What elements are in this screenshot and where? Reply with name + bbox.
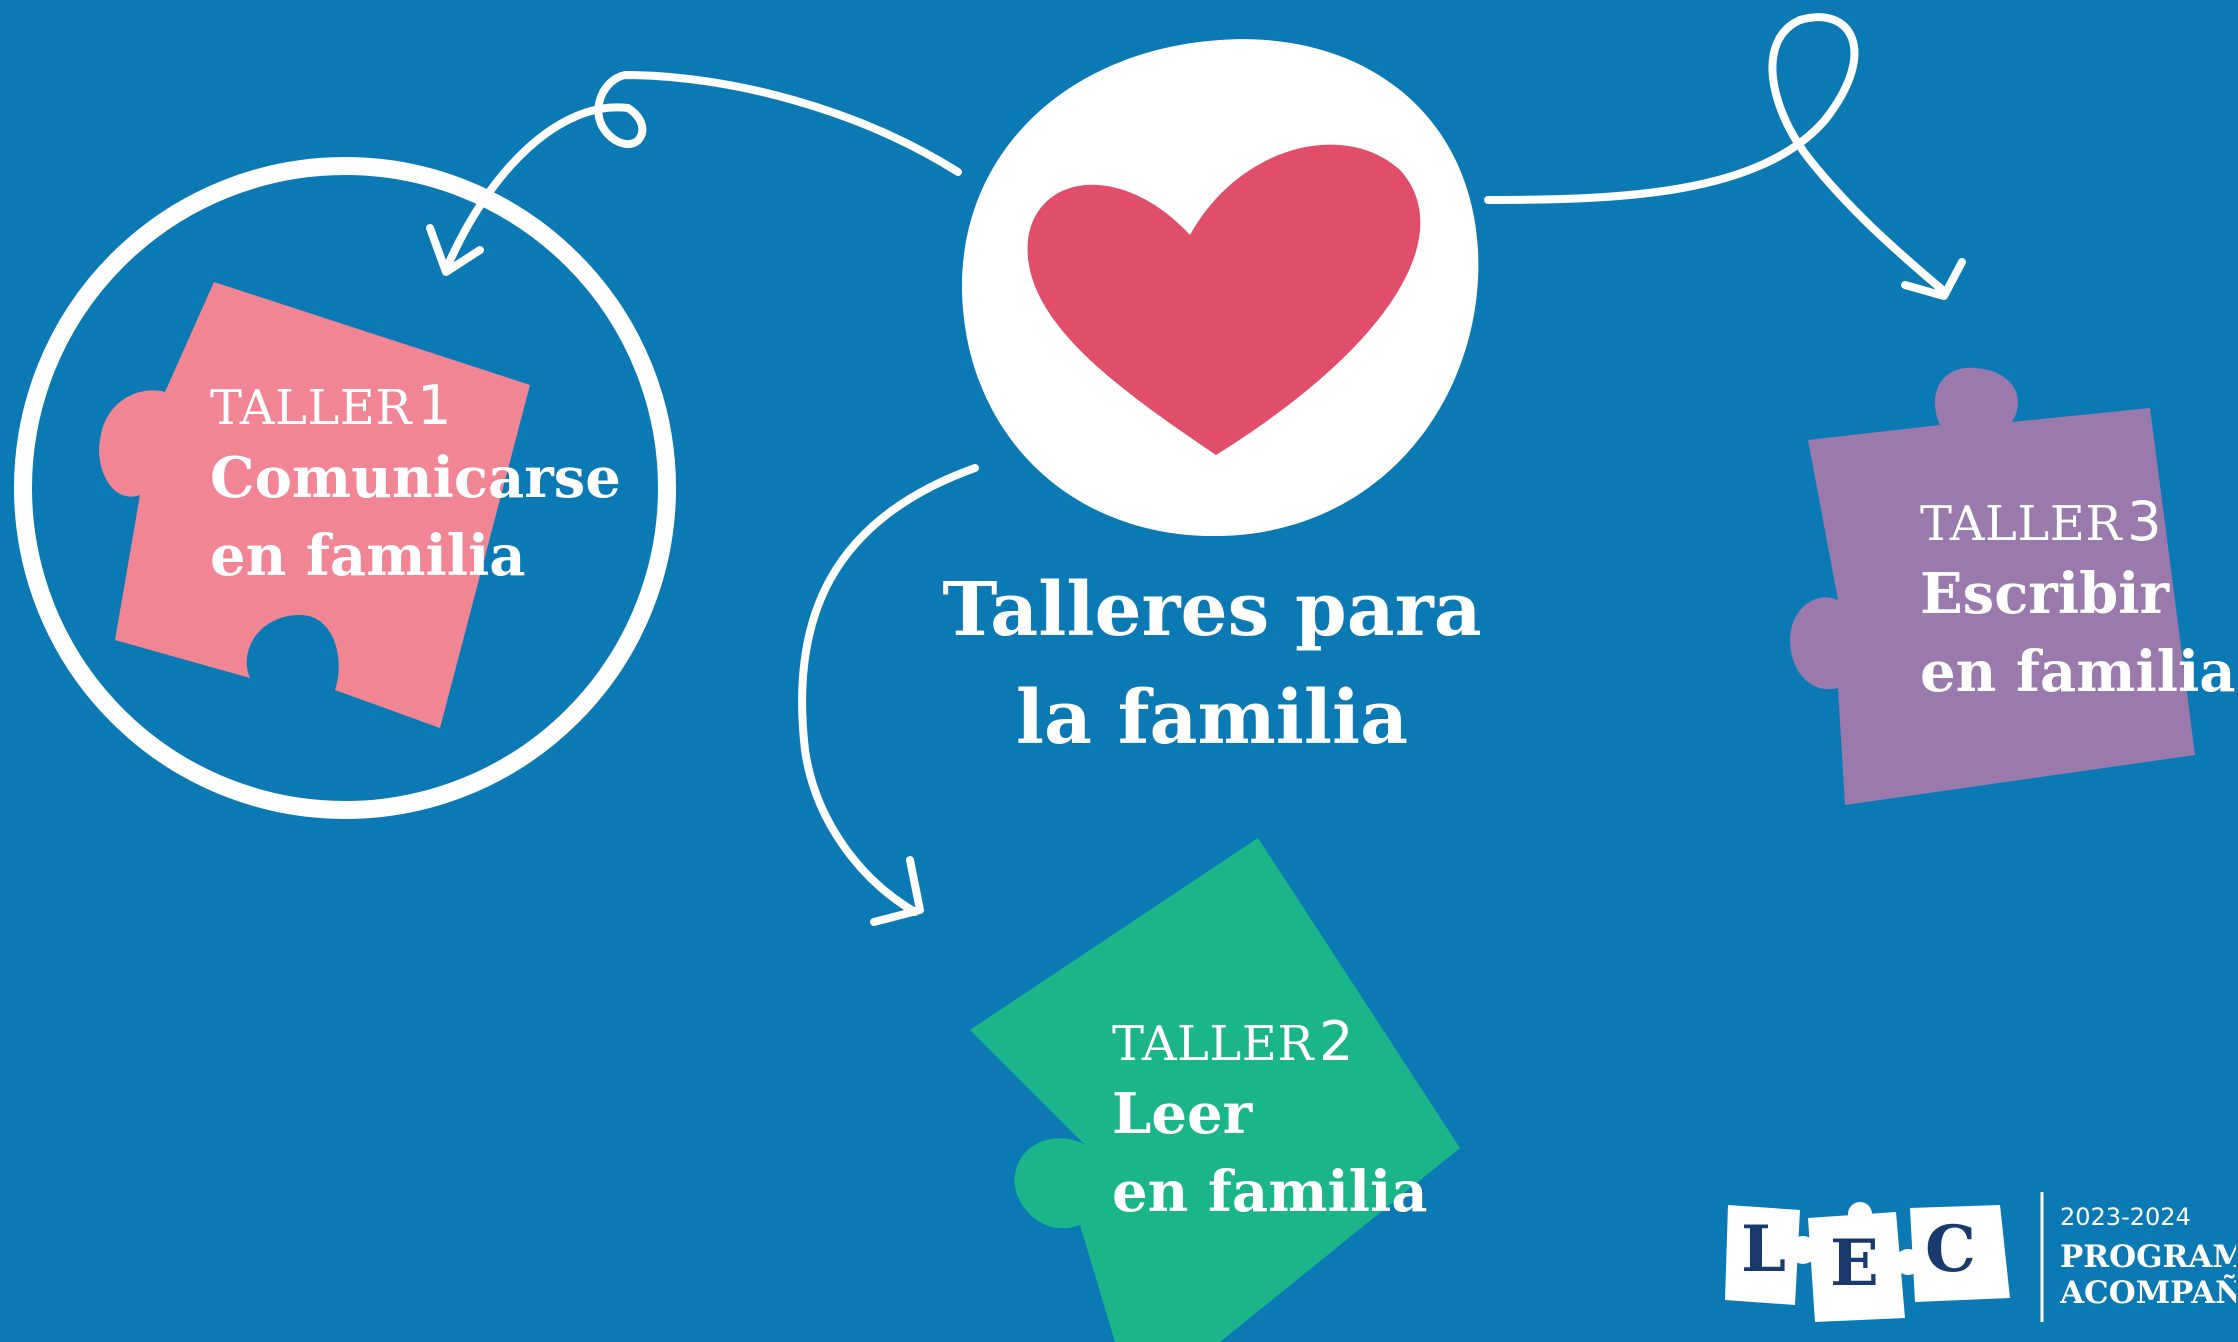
arrow-to-taller-1 — [444, 71, 962, 269]
center-title: Talleres para la familia — [862, 556, 1562, 772]
taller-1-text[interactable]: TALLER 1 Comunicarse en familia — [210, 374, 621, 595]
logo-piece-l — [1725, 1205, 1800, 1305]
logo-letter-c: C — [1925, 1212, 1976, 1287]
taller-2-title-line1: Leer — [1112, 1081, 1253, 1147]
logo-piece-c — [1910, 1205, 2010, 1302]
logo-year: 2023-2024 — [2060, 1205, 2191, 1231]
arrow-to-taller-2-head — [870, 856, 924, 926]
taller-2-number: 2 — [1319, 1010, 1354, 1073]
center-title-line1: Talleres para — [942, 567, 1482, 653]
taller-2-label: TALLER — [1112, 1016, 1314, 1072]
taller-3-title-line1: Escribir — [1920, 561, 2170, 627]
puzzle-piece-3 — [1790, 367, 2195, 805]
arrow-to-taller-3 — [1484, 13, 1949, 296]
puzzle-piece-2 — [970, 838, 1460, 1342]
arrow-to-taller-1-head — [426, 224, 484, 276]
taller-3-text[interactable]: TALLER 3 Escribir en familia — [1920, 490, 2236, 711]
taller-3-title-line2: en familia — [1920, 639, 2236, 705]
logo-line2: ACOMPAÑA — [2060, 1275, 2236, 1311]
logo-letter-e: E — [1830, 1226, 1879, 1301]
puzzle-piece-1 — [99, 282, 531, 728]
center-title-line2: la familia — [1015, 675, 1409, 761]
taller-1-label: TALLER — [210, 380, 412, 436]
taller-3-number: 3 — [2127, 490, 2162, 553]
arrow-to-taller-2 — [798, 464, 979, 916]
taller-1-title-line2: en familia — [210, 523, 526, 589]
heart-icon — [1027, 144, 1421, 455]
taller-2-title-line2: en familia — [1112, 1159, 1428, 1225]
logo-piece-e — [1808, 1212, 1905, 1322]
taller-1-title-line1: Comunicarse — [210, 445, 621, 511]
arrow-to-taller-3-head — [1901, 258, 1966, 300]
logo-mark — [1725, 1202, 2010, 1322]
taller-2-text[interactable]: TALLER 2 Leer en familia — [1112, 1010, 1428, 1231]
taller-3-label: TALLER — [1920, 496, 2122, 552]
highlight-ring — [14, 157, 676, 819]
taller-1-number: 1 — [417, 374, 452, 437]
logo-letter-l: L — [1741, 1212, 1786, 1287]
